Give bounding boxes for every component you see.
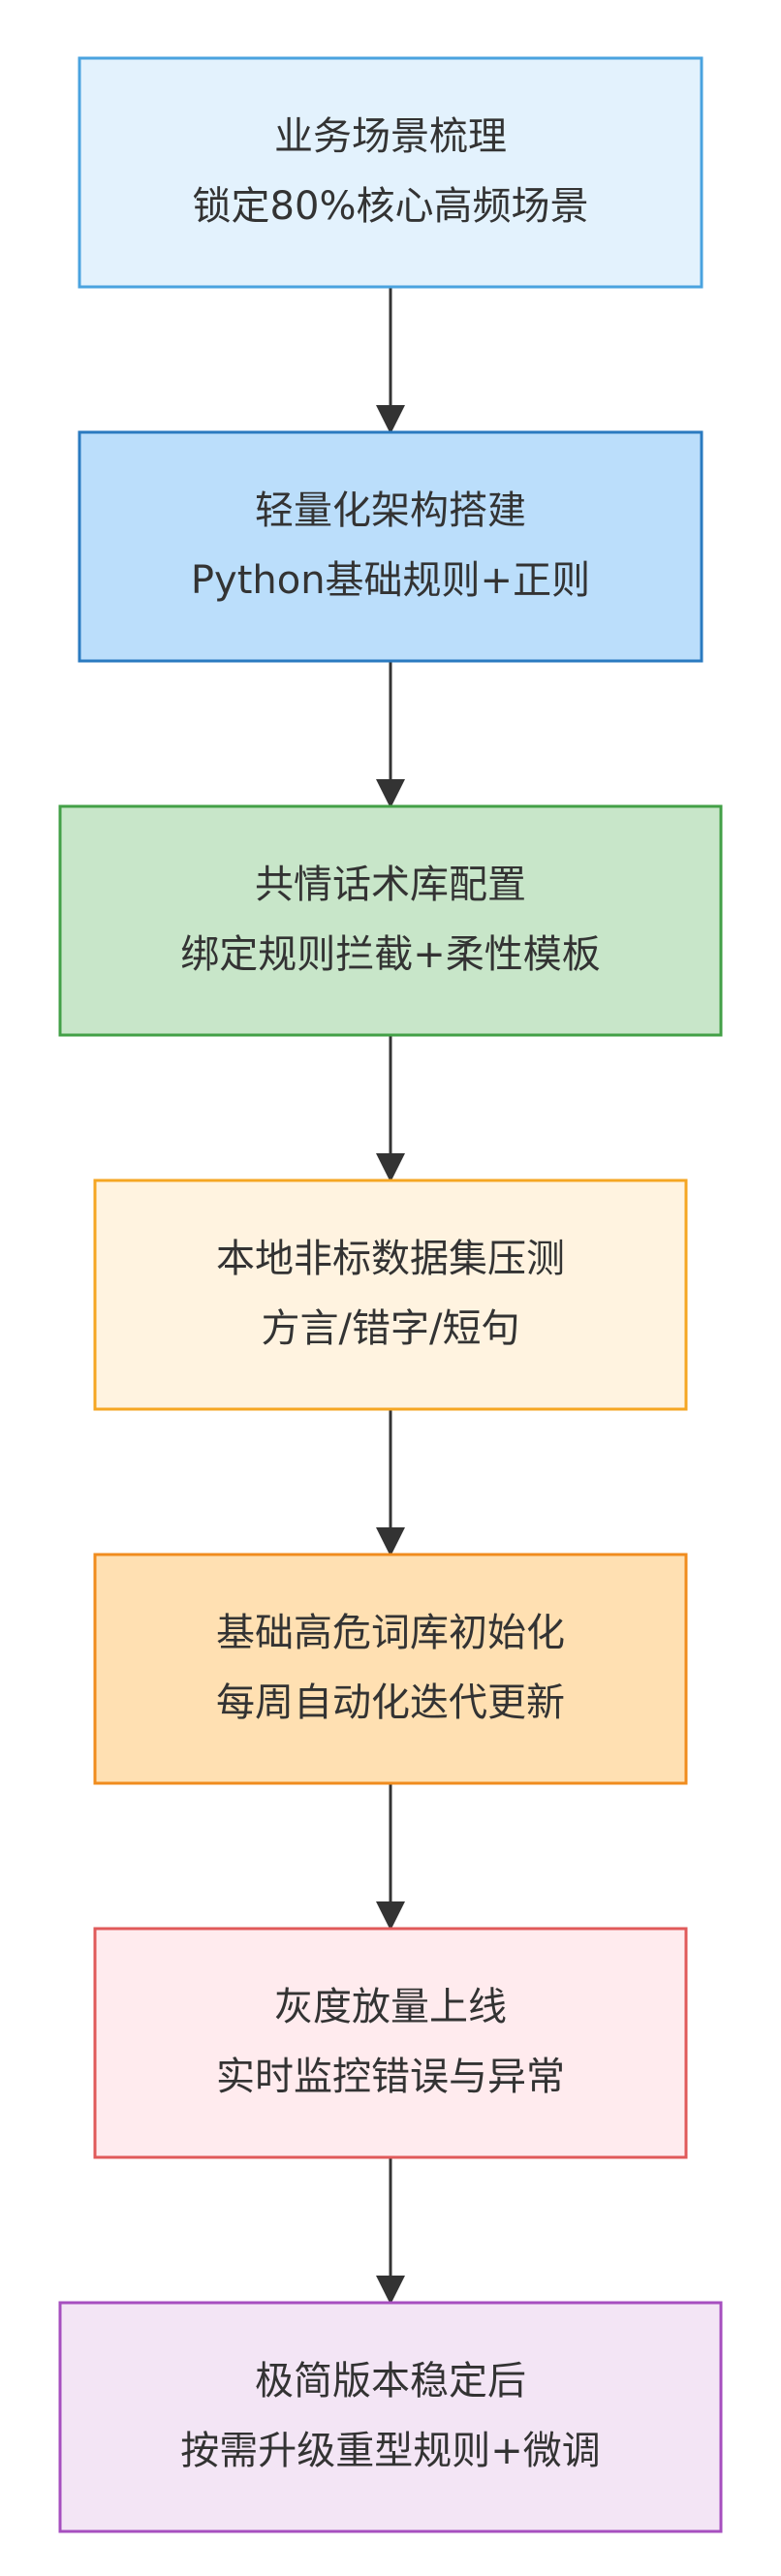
node-title: 灰度放量上线 [274,1985,507,2029]
node-title: 基础高危词库初始化 [216,1611,565,1655]
node-title: 轻量化架构搭建 [255,488,526,533]
node-subtitle: Python基础规则+正则 [191,558,590,603]
node-high-risk-lexicon: 基础高危词库初始化 每周自动化迭代更新 [93,1553,688,1785]
node-box [58,2301,723,2533]
node-title: 业务场景梳理 [274,114,507,159]
node-title: 共情话术库配置 [255,863,526,907]
node-empathy-script-library: 共情话术库配置 绑定规则拦截+柔性模板 [58,804,723,1037]
node-box [93,1553,688,1785]
node-subtitle: 锁定80%核心高频场景 [193,184,589,229]
node-subtitle: 绑定规则拦截+柔性模板 [180,932,601,977]
node-subtitle: 每周自动化迭代更新 [216,1681,565,1725]
node-box [93,1927,688,2159]
node-title: 本地非标数据集压测 [216,1237,565,1281]
node-box [78,430,703,663]
node-subtitle: 实时监控错误与异常 [216,2055,565,2099]
node-box [58,804,723,1037]
node-title: 极简版本稳定后 [255,2359,526,2403]
node-subtitle: 按需升级重型规则+微调 [180,2429,601,2473]
node-subtitle: 方言/错字/短句 [262,1306,520,1351]
node-box [78,56,703,289]
node-scenario-review: 业务场景梳理 锁定80%核心高频场景 [78,56,703,289]
node-local-stress-test: 本地非标数据集压测 方言/错字/短句 [93,1178,688,1411]
node-lightweight-architecture: 轻量化架构搭建 Python基础规则+正则 [78,430,703,663]
node-gray-release: 灰度放量上线 实时监控错误与异常 [93,1927,688,2159]
node-upgrade-after-stable: 极简版本稳定后 按需升级重型规则+微调 [58,2301,723,2533]
node-box [93,1178,688,1411]
